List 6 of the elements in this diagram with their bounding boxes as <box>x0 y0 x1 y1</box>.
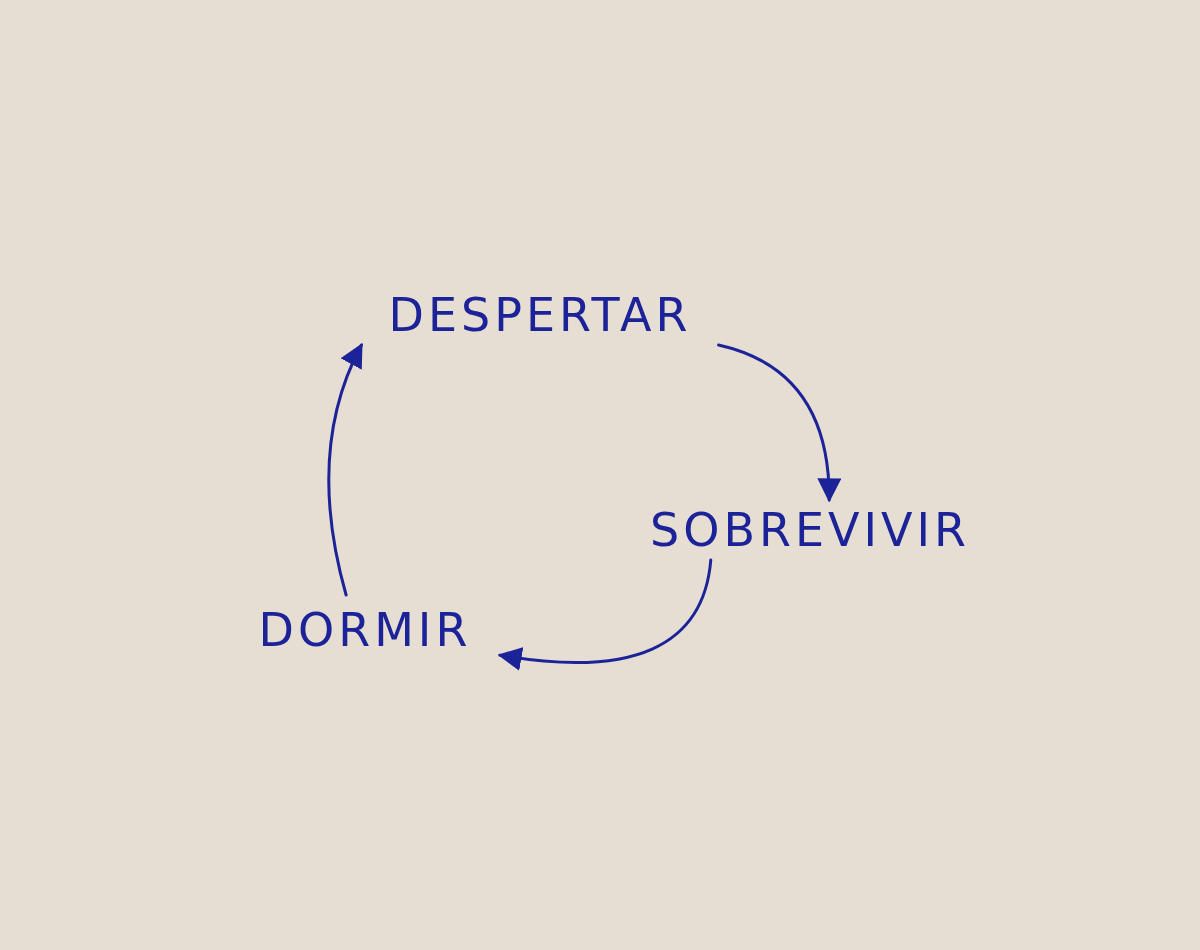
curved-arrow <box>717 343 841 503</box>
node-label: DESPERTAR <box>388 288 692 342</box>
node-label: DORMIR <box>258 603 472 657</box>
node-label: SOBREVIVIR <box>650 503 970 557</box>
curved-arrow <box>497 558 713 671</box>
curved-arrow <box>327 342 363 597</box>
